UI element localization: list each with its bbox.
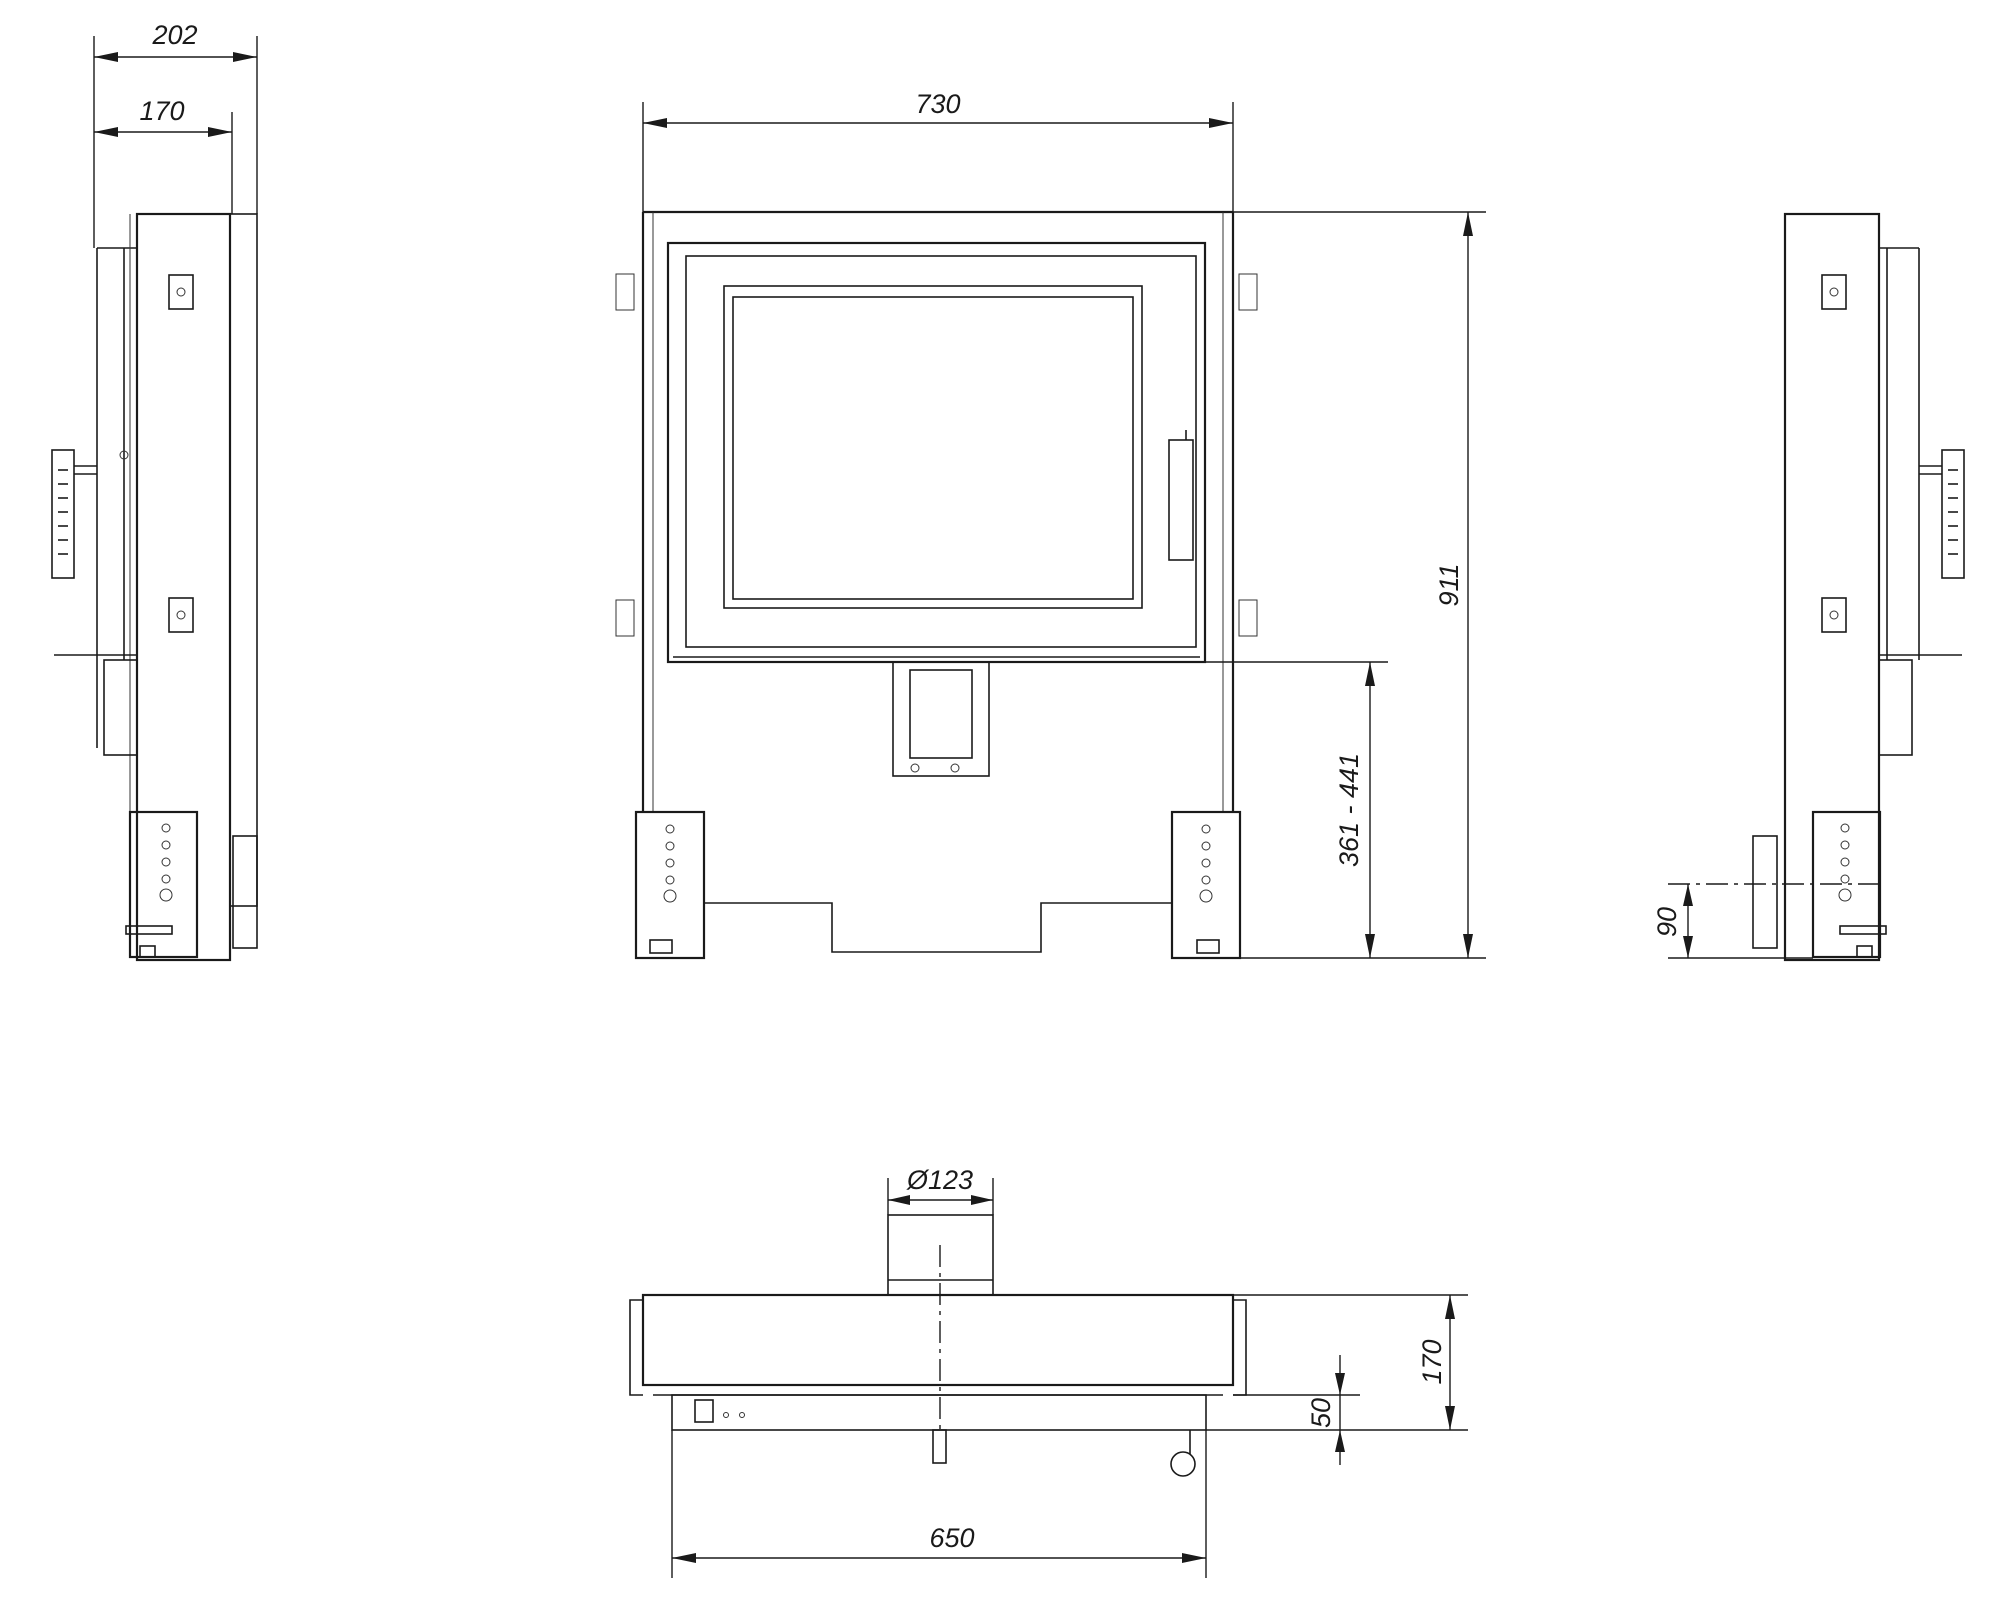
dim-flue-label: Ø123 [906,1165,973,1195]
dim-height-911: 911 [1233,211,1486,959]
dim-730-label: 730 [915,89,960,119]
dim-top-width-650: 650 [671,1430,1207,1578]
dim-90-label: 90 [1652,907,1682,937]
dim-170-label: 170 [139,96,184,126]
dim-650-label: 650 [929,1523,974,1553]
dim-offset-90: 90 [1652,883,1885,959]
grille-marks-right [1948,469,1958,555]
dim-361-441-label: 361 - 441 [1334,753,1364,867]
dim-width-730: 730 [642,89,1234,212]
dim-top-offset-50: 50 [1233,1355,1360,1465]
grille-marks-left [58,469,68,555]
dim-depth-overall: 202 [93,20,258,248]
left-side-view [51,212,258,962]
dim-flue-diameter: Ø123 [887,1165,994,1215]
front-view [615,210,1258,960]
dim-top-depth-170: 170 [1206,1294,1468,1431]
dim-top-170-label: 170 [1417,1339,1447,1384]
dim-202-label: 202 [151,20,197,50]
right-side-view [1752,212,1965,962]
top-view [629,1214,1247,1477]
dim-top-50-label: 50 [1306,1398,1336,1428]
dim-911-label: 911 [1434,563,1464,606]
dim-adjust-range: 361 - 441 [1205,661,1388,958]
dim-depth-body: 170 [94,96,233,214]
